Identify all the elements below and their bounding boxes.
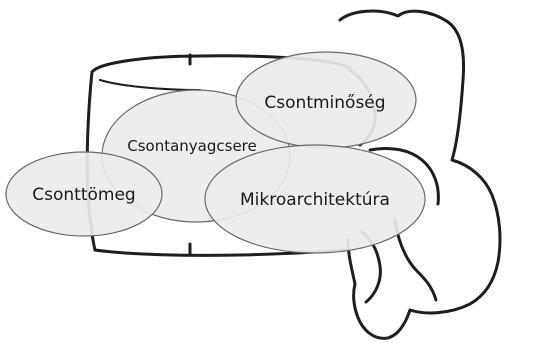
- label-csonttomeg: Csonttömeg: [32, 185, 135, 205]
- label-mikroarchitektura: Mikroarchitektúra: [240, 190, 390, 210]
- label-csontminoseg: Csontminőség: [264, 93, 385, 113]
- vertebral-body-inner-rim: [100, 80, 200, 90]
- label-csontanyagcsere: Csontanyagcsere: [127, 137, 257, 155]
